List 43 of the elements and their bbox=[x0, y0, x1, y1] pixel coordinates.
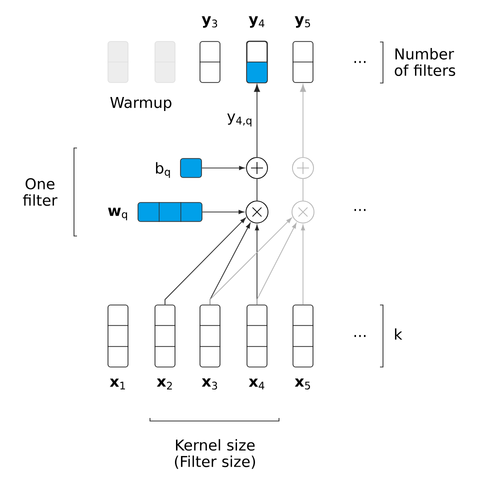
edge-label: y$_{4,q}$ bbox=[226, 112, 254, 128]
arrow bbox=[254, 84, 260, 158]
warmup-cell bbox=[107, 41, 129, 83]
arrow bbox=[256, 222, 296, 305]
node-label: x$_{5}$ bbox=[294, 378, 310, 390]
arrow bbox=[300, 224, 306, 305]
arrow bbox=[300, 84, 306, 158]
node-label: y$_{3}$ bbox=[202, 16, 218, 28]
label-text: k bbox=[395, 328, 402, 340]
label-text: Warmup bbox=[110, 97, 172, 111]
node-label: x$_{4}$ bbox=[248, 378, 264, 390]
vector-box: x$_{4}$ bbox=[246, 304, 268, 390]
vector-box: x$_{3}$ bbox=[199, 304, 221, 390]
warmup-cell bbox=[154, 41, 176, 83]
node-label: b$_{q}$ bbox=[156, 162, 170, 178]
plus-circle bbox=[246, 157, 268, 179]
times-circle bbox=[246, 200, 268, 224]
ellipsis: ... bbox=[354, 61, 366, 63]
vector-box: x$_{5}$ bbox=[292, 304, 314, 390]
node-label: w$_{q}$ bbox=[108, 208, 128, 220]
node-label: y$_{5}$ bbox=[294, 16, 310, 28]
vector-box: y$_{4}$ bbox=[246, 16, 268, 84]
times-circle bbox=[292, 200, 314, 224]
label-text: Kernel size (Filter size) bbox=[174, 439, 256, 469]
vector-box: y$_{5}$ bbox=[292, 16, 314, 83]
plus-circle bbox=[292, 157, 314, 179]
weight-vector: w$_{q}$ bbox=[108, 202, 202, 222]
arrow bbox=[210, 218, 292, 305]
ellipsis: ... bbox=[354, 209, 366, 211]
arrow bbox=[202, 210, 244, 214]
vector-box: x$_{2}$ bbox=[154, 304, 176, 390]
arrow bbox=[164, 218, 246, 305]
node-label: x$_{1}$ bbox=[110, 378, 125, 390]
label-text: One filter bbox=[22, 178, 58, 206]
vector-box: x$_{1}$ bbox=[107, 304, 129, 390]
label-text: Number of filters bbox=[394, 48, 456, 76]
vector-box: y$_{3}$ bbox=[199, 16, 221, 83]
node-label: y$_{4}$ bbox=[248, 16, 264, 28]
arrow bbox=[202, 166, 245, 170]
node-label: x$_{3}$ bbox=[202, 378, 218, 390]
ellipsis: ... bbox=[354, 335, 366, 337]
weight-vector: b$_{q}$ bbox=[156, 158, 202, 178]
node-label: x$_{2}$ bbox=[156, 378, 172, 390]
